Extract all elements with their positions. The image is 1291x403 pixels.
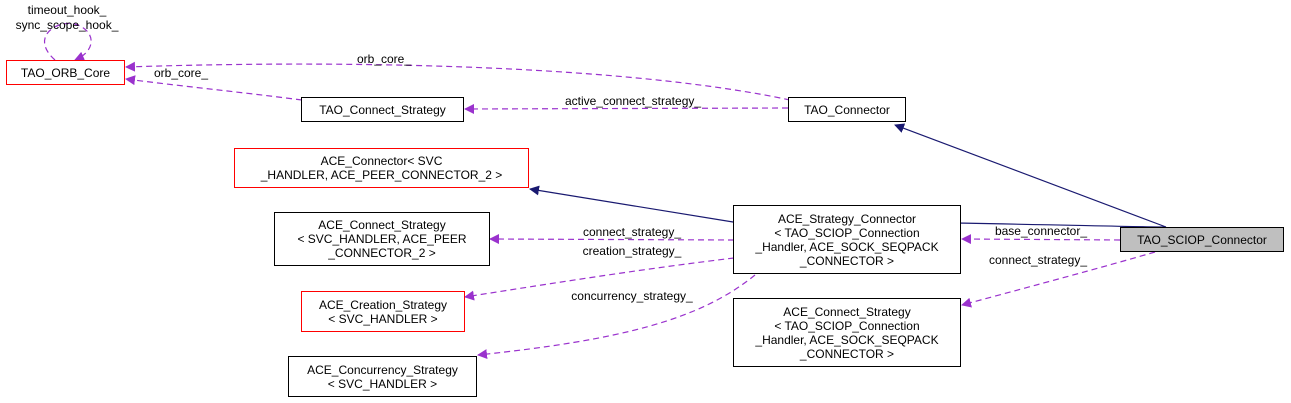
edge-creation-strategy — [464, 257, 735, 301]
node-ace-connect-strategy-sciop-line-4: _CONNECTOR > — [799, 346, 895, 361]
node-ace-concurrency-strategy[interactable]: ACE_Concurrency_Strategy < SVC_HANDLER > — [288, 356, 477, 397]
node-ace-connector[interactable]: ACE_Connector< SVC _HANDLER, ACE_PEER_CO… — [234, 148, 529, 188]
label-timeout-hook: timeout_hook_ — [28, 3, 107, 17]
edge-connect-strategy-to-orb-core — [125, 75, 303, 101]
label-connect-strategy-sciop: connect_strategy_ — [989, 253, 1087, 267]
node-ace-concurrency-strategy-line-1: ACE_Concurrency_Strategy — [307, 362, 458, 377]
edge-connect-strategy-svc — [489, 234, 735, 245]
node-ace-strategy-connector-line-1: ACE_Strategy_Connector — [777, 211, 917, 226]
edge-base-connector — [961, 234, 1121, 245]
node-ace-connect-strategy-sciop[interactable]: ACE_Connect_Strategy < TAO_SCIOP_Connect… — [733, 298, 961, 367]
node-ace-connect-strategy-svc-line-1: ACE_Connect_Strategy — [318, 218, 446, 232]
label-connector-orb-core: orb_core_ — [357, 52, 411, 66]
edge-connector-to-orb-core — [125, 61, 791, 101]
node-ace-creation-strategy-line-2: < SVC_HANDLER > — [328, 311, 438, 326]
label-base-connector: base_connector_ — [995, 224, 1087, 238]
node-tao-sciop-connector[interactable]: TAO_SCIOP_Connector — [1120, 227, 1284, 252]
node-tao-connector[interactable]: TAO_Connector — [788, 97, 906, 122]
edge-sciop-connector-to-tao-connector — [894, 123, 1167, 228]
node-ace-strategy-connector-line-2: < TAO_SCIOP_Connection — [774, 225, 920, 240]
edge-concurrency-strategy — [477, 274, 756, 360]
node-ace-connect-strategy-sciop-line-3: _Handler, ACE_SOCK_SEQPACK — [755, 332, 939, 347]
edge-active-connect-strategy — [464, 103, 789, 114]
node-tao-orb-core[interactable]: TAO_ORB_Core — [6, 60, 125, 85]
label-active-connect-strategy: active_connect_strategy_ — [565, 94, 701, 108]
node-ace-creation-strategy-line-1: ACE_Creation_Strategy — [318, 297, 448, 312]
label-creation-strategy: creation_strategy_ — [583, 244, 682, 258]
edge-connect-strategy-sciop — [961, 251, 1156, 308]
node-ace-connector-line-1: ACE_Connector< SVC — [320, 154, 443, 168]
node-tao-orb-core-label: TAO_ORB_Core — [20, 65, 111, 80]
node-tao-connector-label: TAO_Connector — [804, 102, 890, 117]
node-ace-creation-strategy[interactable]: ACE_Creation_Strategy < SVC_HANDLER > — [301, 291, 465, 332]
node-tao-sciop-connector-label: TAO_SCIOP_Connector — [1137, 232, 1267, 247]
node-ace-strategy-connector-line-4: _CONNECTOR > — [799, 253, 895, 268]
node-ace-connect-strategy-sciop-line-1: ACE_Connect_Strategy — [783, 304, 911, 319]
node-ace-connect-strategy-svc-line-2: < SVC_HANDLER, ACE_PEER — [297, 232, 467, 246]
node-tao-connect-strategy-label: TAO_Connect_Strategy — [319, 102, 446, 117]
node-ace-connect-strategy-sciop-line-2: < TAO_SCIOP_Connection — [774, 318, 920, 333]
node-ace-connector-line-2: _HANDLER, ACE_PEER_CONNECTOR_2 > — [260, 168, 503, 182]
node-ace-strategy-connector-line-3: _Handler, ACE_SOCK_SEQPACK — [755, 239, 939, 254]
node-ace-connect-strategy-svc[interactable]: ACE_Connect_Strategy < SVC_HANDLER, ACE_… — [274, 212, 490, 266]
label-sync-scope-hook: sync_scope_hook_ — [16, 18, 119, 32]
label-connect-strategy-svc: connect_strategy_ — [583, 225, 681, 239]
label-connect-strategy-orb-core: orb_core_ — [154, 66, 208, 80]
node-ace-concurrency-strategy-line-2: < SVC_HANDLER > — [327, 376, 438, 391]
node-tao-connect-strategy[interactable]: TAO_Connect_Strategy — [301, 97, 464, 122]
node-ace-strategy-connector[interactable]: ACE_Strategy_Connector < TAO_SCIOP_Conne… — [733, 205, 961, 274]
edge-self-loop-orb-core — [43, 22, 92, 61]
node-ace-connect-strategy-svc-line-3: _CONNECTOR_2 > — [328, 246, 436, 260]
label-concurrency-strategy: concurrency_strategy_ — [571, 289, 693, 303]
